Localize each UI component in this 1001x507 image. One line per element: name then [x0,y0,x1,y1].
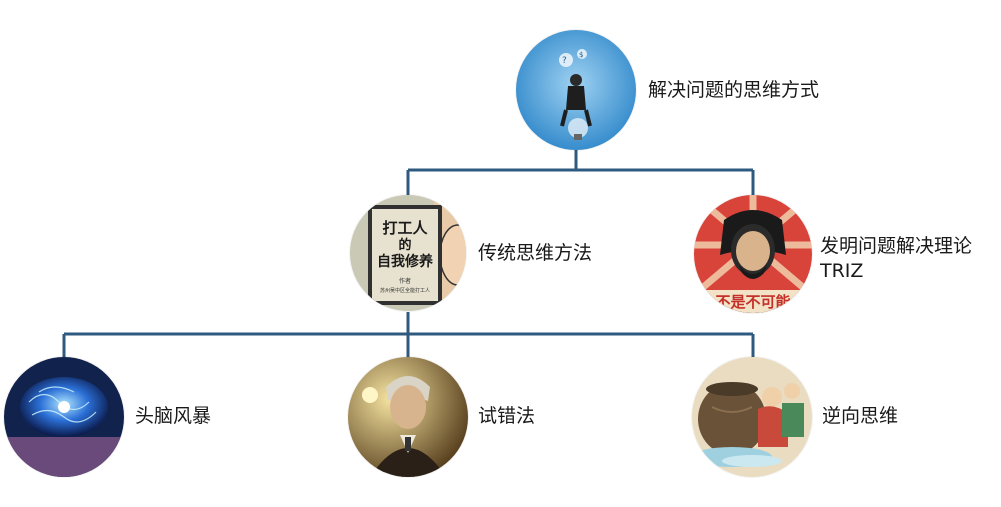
traditional-method-label: 传统思维方法 [478,242,593,264]
book-title-line1: 打工人 [382,219,428,237]
glowing-brain-image [4,357,124,477]
book-title-line3: 自我修养 [377,253,434,270]
sima-guang-smashing-vat-image [692,357,812,477]
edison-portrait-image [348,357,468,477]
book-cover-image: 打工人 的 自我修养 作者 苏州吴中区全能打工人 [350,195,466,311]
triz-label-line1: 发明问题解决理论 [820,235,973,257]
svg-text:$: $ [579,51,583,59]
brainstorm-label: 头脑风暴 [135,405,212,427]
thinking-man-on-bulb-image: ? $ [516,30,636,150]
book-author-label: 作者 [399,277,411,285]
book-title-line2: 的 [398,237,411,253]
reverse-thinking-label: 逆向思维 [822,405,899,427]
triz-label: 发明问题解决理论 TRIZ [820,234,972,284]
triz-label-line2: TRIZ [820,260,864,282]
root-label: 解决问题的思维方式 [648,79,820,101]
revolutionary-portrait-image: 不是不可能 [694,195,812,313]
book-author-name: 苏州吴中区全能打工人 [380,287,430,294]
trial-error-label: 试错法 [478,405,536,427]
triz-banner-text: 不是不可能 [715,293,790,311]
svg-text:?: ? [562,56,567,66]
